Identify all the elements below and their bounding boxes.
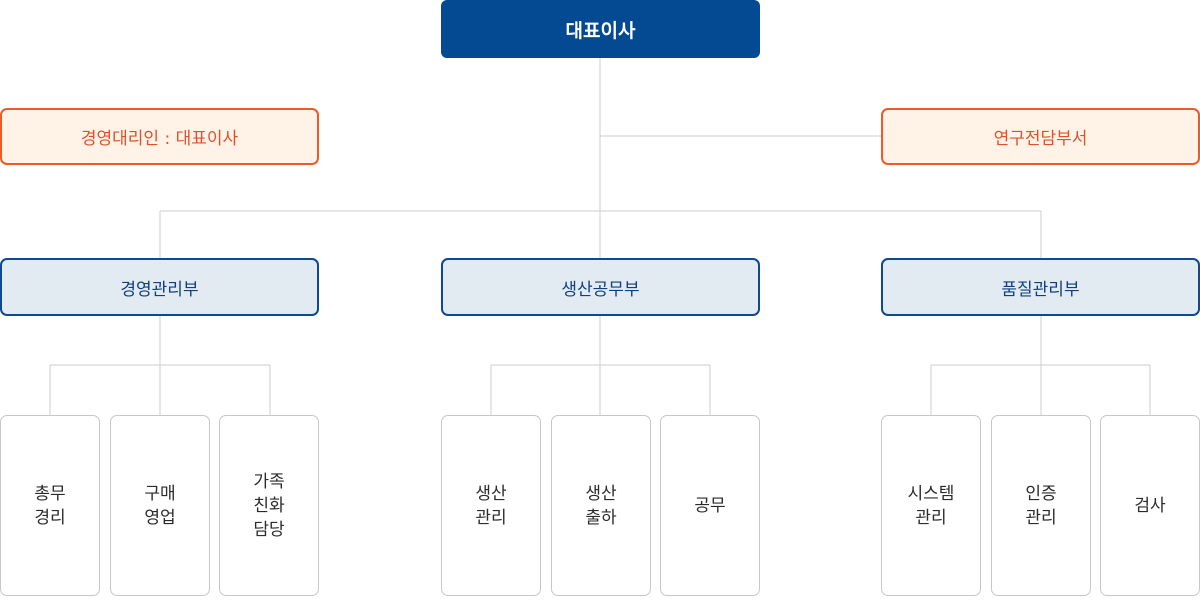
ceo-box: 대표이사	[441, 0, 760, 58]
team-box: 가족 친화 담당	[219, 415, 319, 596]
research-dept-box: 연구전담부서	[881, 108, 1200, 165]
team-label-line: 검사	[1134, 495, 1166, 516]
team-label-line: 생산	[475, 483, 507, 504]
team-label-line: 관리	[475, 507, 507, 528]
dept-box-production: 생산공무부	[441, 258, 760, 316]
team-label-line: 인증	[1025, 483, 1057, 504]
team-box: 생산 출하	[551, 415, 651, 596]
team-label-line: 구매	[144, 483, 176, 504]
team-box: 검사	[1100, 415, 1200, 596]
team-box: 공무	[660, 415, 760, 596]
team-label-line: 관리	[915, 507, 947, 528]
team-box: 시스템 관리	[881, 415, 981, 596]
research-dept-label: 연구전담부서	[993, 129, 1088, 149]
team-label-line: 출하	[585, 507, 617, 528]
team-label-line: 경리	[34, 507, 66, 528]
team-label-line: 가족	[253, 471, 285, 492]
team-box: 생산 관리	[441, 415, 541, 596]
dept-label: 생산공무부	[561, 279, 640, 300]
management-agent-box: 경영대리인 : 대표이사	[0, 108, 319, 165]
team-label-line: 공무	[694, 495, 726, 516]
team-label-line: 담당	[253, 519, 285, 540]
team-box: 인증 관리	[991, 415, 1091, 596]
dept-box-management: 경영관리부	[0, 258, 319, 316]
dept-label: 품질관리부	[1001, 279, 1080, 300]
dept-label: 경영관리부	[120, 279, 199, 300]
team-box: 총무 경리	[0, 415, 100, 596]
ceo-label: 대표이사	[565, 19, 636, 42]
team-label-line: 영업	[144, 507, 176, 528]
team-box: 구매 영업	[110, 415, 210, 596]
team-label-line: 시스템	[907, 483, 955, 504]
team-label-line: 친화	[253, 495, 285, 516]
dept-box-quality: 품질관리부	[881, 258, 1200, 316]
management-agent-label: 경영대리인 : 대표이사	[80, 129, 239, 149]
team-label-line: 총무	[34, 483, 66, 504]
team-label-line: 생산	[585, 483, 617, 504]
team-label-line: 관리	[1025, 507, 1057, 528]
